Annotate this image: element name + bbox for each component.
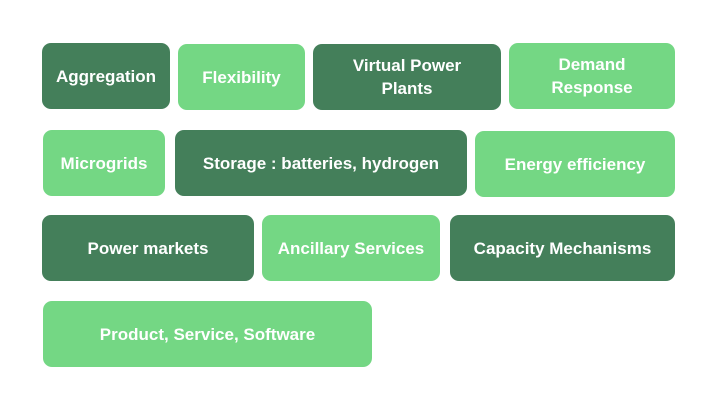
tile-storage: Storage : batteries, hydrogen <box>175 130 467 196</box>
tile-label: Virtual Power Plants <box>352 56 462 98</box>
tile-power-markets: Power markets <box>42 215 254 281</box>
tile-label: Energy efficiency <box>504 154 646 174</box>
tile-flexibility: Flexibility <box>178 44 305 110</box>
tile-label: Demand Response <box>551 55 633 97</box>
tile-label: Microgrids <box>60 153 148 173</box>
tile-capacity-mechanisms: Capacity Mechanisms <box>450 215 675 281</box>
tile-ancillary-services: Ancillary Services <box>262 215 440 281</box>
tile-energy-efficiency: Energy efficiency <box>475 131 675 197</box>
tile-label: Flexibility <box>202 67 281 87</box>
tile-virtual-power-plants: Virtual Power Plants <box>313 44 501 110</box>
tile-aggregation: Aggregation <box>42 43 170 109</box>
tile-label: Storage : batteries, hydrogen <box>202 153 440 173</box>
tile-label: Capacity Mechanisms <box>473 238 652 258</box>
tile-label: Product, Service, Software <box>99 324 316 344</box>
tile-label: Ancillary Services <box>277 238 425 258</box>
tile-demand-response: Demand Response <box>509 43 675 109</box>
tile-microgrids: Microgrids <box>43 130 165 196</box>
tile-label: Aggregation <box>55 66 157 86</box>
tile-label: Power markets <box>87 238 209 258</box>
tile-product-service-software: Product, Service, Software <box>43 301 372 367</box>
